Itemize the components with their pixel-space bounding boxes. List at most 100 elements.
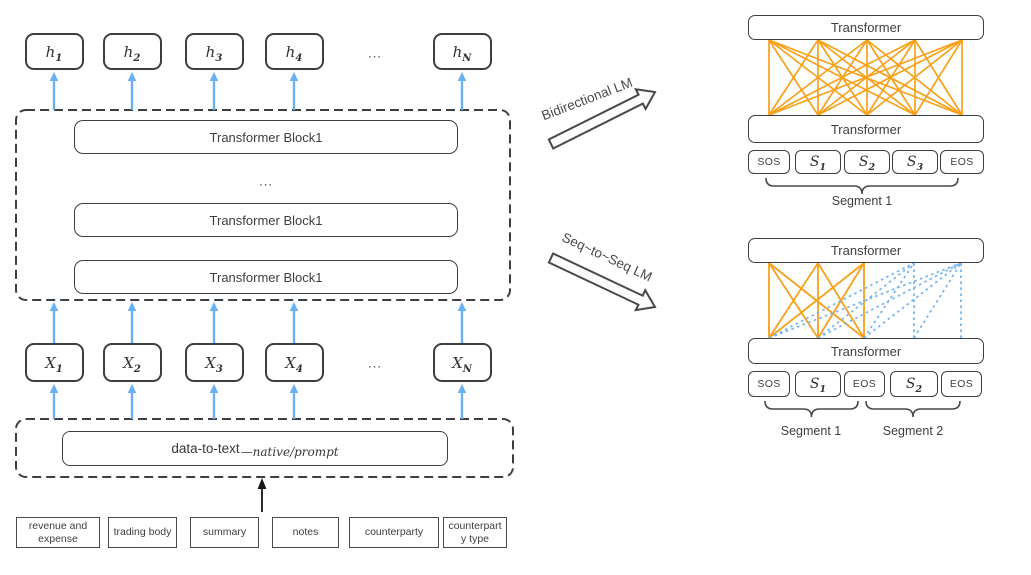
rb-token-s1: S1 <box>795 371 841 397</box>
flow-arrow-head <box>49 302 59 311</box>
field-box-summary: summary <box>190 517 259 548</box>
symbol: hN <box>452 42 472 64</box>
symbol-base: h <box>452 42 463 61</box>
symbol-subscript: N <box>462 52 472 64</box>
blocks-ellipsis: ... <box>259 173 273 189</box>
input-box-x4: X4 <box>264 343 324 382</box>
hidden-state-box-h3: h3 <box>184 33 244 70</box>
symbol-base: h <box>205 42 216 61</box>
symbol: S2 <box>905 376 923 395</box>
symbol: h4 <box>286 43 303 64</box>
flow-arrow-head <box>457 72 467 81</box>
symbol-base: X <box>45 353 56 372</box>
embedding-dashed-box <box>15 418 514 478</box>
transformer-block-3-label: Transformer Block1 <box>209 269 323 285</box>
symbol-subscript: 1 <box>819 161 827 173</box>
hidden-state-box-h1: h1 <box>24 33 84 70</box>
rt-transformer-top-label: Transformer <box>830 20 902 35</box>
symbol: h3 <box>205 42 223 64</box>
field-box-counterparty: counterparty <box>349 517 439 548</box>
rb-segment1-brace <box>764 400 859 418</box>
symbol-base: h <box>123 42 134 61</box>
symbol-subscript: N <box>462 363 472 375</box>
rb-token-eos: EOS <box>941 371 982 397</box>
rt-token-s2: S2 <box>844 150 890 174</box>
flow-arrows <box>49 72 467 419</box>
token-label: EOS <box>949 378 974 390</box>
rt-token-s1: S1 <box>795 150 841 174</box>
symbol: S2 <box>859 154 876 173</box>
rb-segment2-brace <box>865 400 961 418</box>
symbol-subscript: 1 <box>55 52 63 64</box>
input-box-x2: X2 <box>102 343 162 382</box>
hidden-state-box-h4: h4 <box>264 33 324 70</box>
flow-arrow-head <box>209 302 219 311</box>
transformer-block-2-label: Transformer Block1 <box>209 212 323 228</box>
embedding-subscript: —native/prompt <box>240 444 339 459</box>
flow-arrow-head <box>289 72 299 81</box>
transformer-block-box-1: Transformer Block1 <box>74 120 458 154</box>
rt-transformer-bottom-label: Transformer <box>830 121 902 137</box>
symbol-base: X <box>285 353 296 372</box>
embedding-box: data-to-text—native/prompt <box>62 431 448 466</box>
symbol: X2 <box>123 353 141 375</box>
flow-arrow-head <box>127 384 137 393</box>
rb-token-eos: EOS <box>844 371 885 397</box>
field-box-notes: notes <box>272 517 339 548</box>
field-box-revenue-and-expense: revenue and expense <box>16 517 100 548</box>
flow-arrow-head <box>289 302 299 311</box>
symbol-subscript: 4 <box>295 363 303 375</box>
symbol-subscript: 2 <box>915 383 923 395</box>
symbol: S3 <box>907 154 924 173</box>
embedding-label: data-to-text <box>171 441 240 456</box>
symbol-base: X <box>452 353 463 372</box>
seq2seq-lm-arrow <box>547 252 657 312</box>
symbol-base: X <box>123 353 134 372</box>
flow-arrow-head <box>209 384 219 393</box>
rt-transformer-top-box: Transformer <box>748 15 984 40</box>
flow-arrow-head <box>127 72 137 81</box>
symbol-base: X <box>205 353 216 372</box>
symbol-base: S <box>809 376 820 392</box>
input-box-xn: XN <box>432 343 492 382</box>
rt-token-eos: EOS <box>940 150 984 174</box>
transformer-block-box-3: Transformer Block1 <box>74 260 458 294</box>
symbol: h2 <box>123 42 141 64</box>
field-box-counterparty-type: counterparty type <box>443 517 507 548</box>
fields-arrow-head <box>257 478 267 489</box>
rt-attention-lines <box>768 39 963 116</box>
flow-arrow-head <box>209 72 219 81</box>
symbol-subscript: 2 <box>133 363 141 375</box>
rb-transformer-top-label: Transformer <box>830 243 902 258</box>
symbol-base: h <box>45 42 56 61</box>
rt-transformer-bottom-box: Transformer <box>748 115 984 143</box>
symbol-subscript: 1 <box>819 383 827 395</box>
rb-transformer-top-box: Transformer <box>748 238 984 263</box>
hidden-state-box-h2: h2 <box>102 33 162 70</box>
rb-segment2-label: Segment 2 <box>882 424 944 438</box>
symbol: h1 <box>45 42 63 64</box>
symbol: X1 <box>45 353 63 375</box>
symbol: S1 <box>809 376 827 395</box>
symbol-subscript: 4 <box>295 52 303 64</box>
rb-transformer-bottom-box: Transformer <box>748 338 984 364</box>
bidirectional-lm-arrow <box>547 88 657 150</box>
token-label: SOS <box>757 378 781 390</box>
rb-token-sos: SOS <box>748 371 790 397</box>
symbol: X3 <box>205 353 223 375</box>
symbol-subscript: 2 <box>133 52 141 64</box>
transformer-block-box-2: Transformer Block1 <box>74 203 458 237</box>
token-label: EOS <box>950 156 974 168</box>
flow-arrow-head <box>49 72 59 81</box>
rt-token-s3: S3 <box>892 150 938 174</box>
symbol-subscript: 2 <box>868 161 876 173</box>
flow-arrow-head <box>457 384 467 393</box>
symbol-base: S <box>905 376 916 392</box>
symbol: S1 <box>810 154 827 173</box>
symbol-subscript: 3 <box>916 161 924 173</box>
symbol-subscript: 3 <box>215 363 223 375</box>
rb-token-s2: S2 <box>890 371 938 397</box>
rb-transformer-bottom-label: Transformer <box>830 343 902 359</box>
